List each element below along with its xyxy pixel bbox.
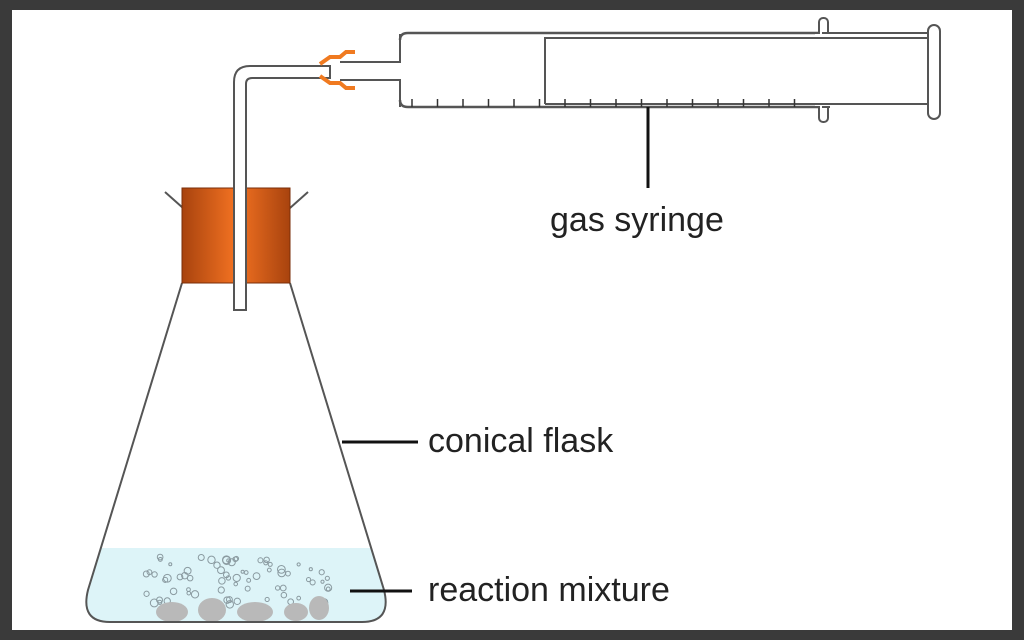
bubble	[157, 556, 163, 562]
bubble	[320, 579, 325, 584]
bubble	[244, 585, 251, 592]
bubble	[305, 576, 312, 583]
bubble	[309, 579, 316, 586]
bubble	[233, 555, 240, 562]
bubble	[142, 570, 150, 578]
bubble	[324, 583, 333, 592]
bubble	[223, 596, 231, 604]
bubble	[156, 553, 164, 561]
bubble	[276, 564, 286, 574]
scale-ticks	[411, 99, 796, 107]
bubble	[267, 561, 273, 567]
bubble	[233, 597, 241, 606]
syringe-plunger	[544, 37, 930, 105]
syringe-nozzle	[340, 34, 401, 107]
bubble	[266, 567, 272, 573]
bubble	[232, 556, 239, 563]
bubble	[222, 555, 231, 565]
bubble	[280, 591, 288, 599]
delivery-tube	[233, 65, 331, 311]
bubble	[225, 600, 235, 609]
diagram-panel	[12, 10, 1012, 630]
reaction-mixture	[86, 548, 386, 622]
bubble	[296, 595, 302, 601]
bubble	[197, 553, 205, 561]
bubble	[157, 599, 163, 605]
bubble	[227, 558, 236, 567]
conical-flask-label: conical flask	[428, 422, 614, 460]
reaction-mixture-label: reaction mixture	[428, 571, 670, 609]
syringe-barrel	[398, 31, 822, 109]
bubble	[207, 555, 216, 565]
bubble	[232, 573, 241, 583]
bubble	[186, 590, 192, 596]
conical-flask	[85, 282, 387, 623]
bubble	[274, 585, 281, 591]
solid-particles	[156, 596, 329, 622]
bubble	[222, 571, 230, 579]
bubble	[213, 561, 221, 569]
bubble	[277, 568, 287, 578]
bubble	[325, 586, 331, 592]
bubble	[176, 573, 184, 581]
tube-connector	[318, 50, 355, 90]
gas-syringe-label: gas syringe	[550, 201, 724, 239]
bubble	[169, 587, 178, 596]
bubble	[264, 596, 270, 603]
bubble	[183, 566, 192, 575]
bubbles	[142, 553, 333, 609]
bubble	[218, 577, 226, 585]
flask-lip-left	[164, 191, 184, 209]
bubble	[162, 576, 169, 583]
bubble	[318, 569, 325, 576]
bubble	[233, 581, 239, 587]
bubble	[308, 567, 313, 572]
bubble	[246, 577, 252, 583]
flask-lip-right	[289, 191, 309, 209]
bubble	[257, 557, 264, 564]
bubble	[263, 556, 270, 564]
plunger-cap	[927, 24, 941, 120]
bubble	[279, 584, 287, 592]
bubble	[263, 560, 269, 566]
bubble	[240, 569, 245, 574]
bubble	[252, 572, 261, 580]
bubble	[190, 590, 200, 599]
bubble	[151, 571, 158, 578]
bubble	[143, 590, 150, 597]
bubble	[168, 562, 173, 567]
bubble	[296, 562, 301, 567]
bubble	[217, 566, 225, 575]
bubble	[324, 575, 330, 581]
bubble	[217, 586, 225, 594]
